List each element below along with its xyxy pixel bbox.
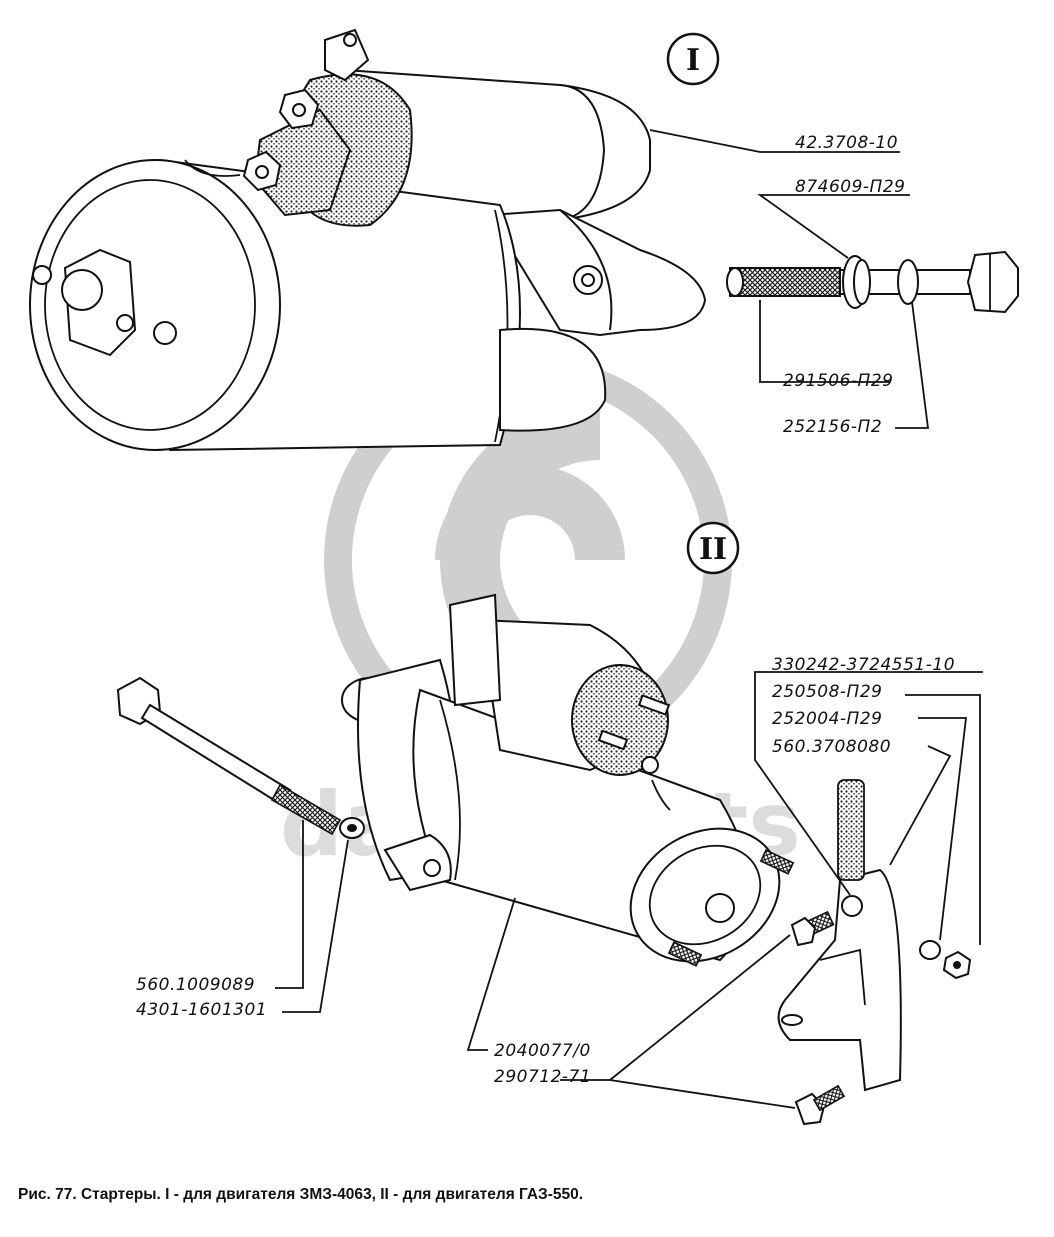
bolt-assembly-1: [726, 250, 1019, 314]
marker-I: I: [666, 32, 720, 86]
label-2040077: 2040077/0: [494, 1041, 591, 1061]
bracket-assembly-2: [777, 779, 972, 1126]
label-250508: 250508-П29: [772, 682, 882, 702]
label-bolt: 291506-П29: [783, 371, 893, 391]
label-washer-a: 874609-П29: [795, 177, 905, 197]
label-washer-b: 252156-П2: [783, 417, 882, 437]
label-4301: 4301-1601301: [136, 1000, 267, 1020]
label-starter-1: 42.3708-10: [795, 133, 898, 153]
marker-II-text: II: [699, 532, 727, 567]
label-252004: 252004-П29: [772, 709, 882, 729]
leaders-section-2: [275, 671, 983, 1109]
starter-1-drawing: [29, 28, 707, 452]
label-560-1009089: 560.1009089: [136, 975, 255, 995]
marker-I-text: I: [686, 43, 700, 78]
bolt-assembly-2: [116, 676, 365, 839]
starter-2-drawing: [341, 593, 795, 967]
marker-II: II: [686, 521, 740, 575]
figure-caption: Рис. 77. Стартеры. I - для двигателя ЗМЗ…: [18, 1186, 584, 1203]
label-290712: 290712-71: [494, 1067, 591, 1087]
label-330242: 330242-3724551-10: [772, 655, 955, 675]
leaders-section-1: [649, 129, 930, 429]
label-560-3708080: 560.3708080: [772, 737, 891, 757]
